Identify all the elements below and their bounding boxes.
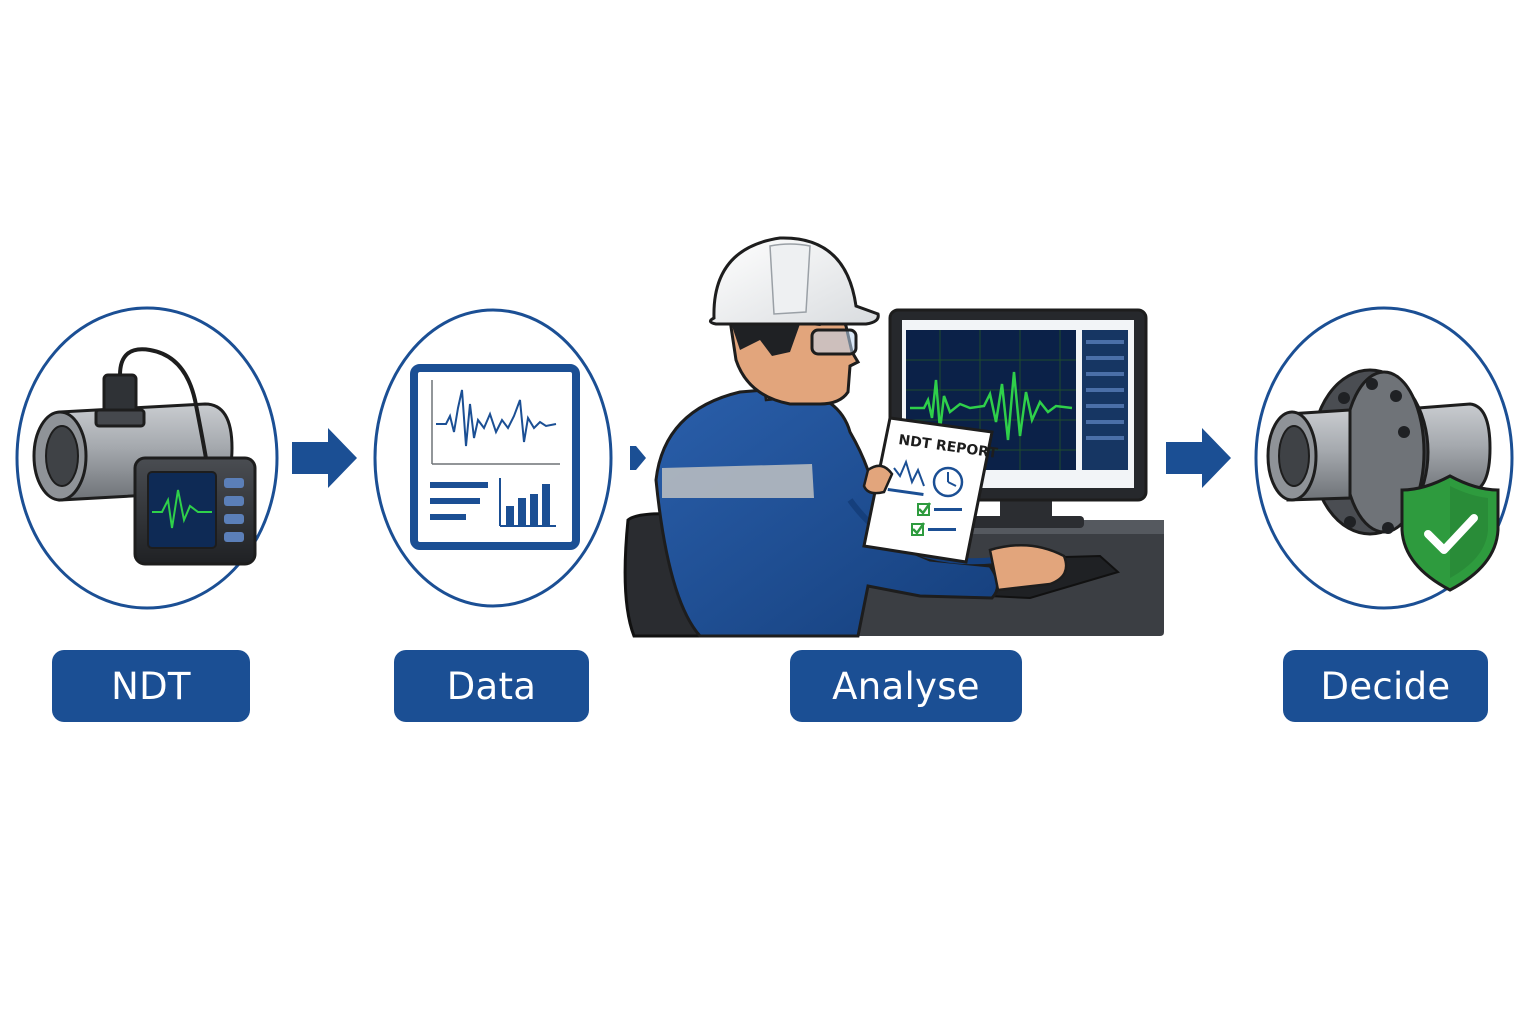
engineer-icon: NDT REPORT	[654, 236, 1068, 638]
ultrasonic-probe-icon	[94, 347, 210, 471]
step-decide-icon	[1254, 306, 1514, 610]
step-analyse-icon: NDT REPORT	[623, 236, 1164, 638]
step-label-ndt: NDT	[52, 650, 250, 722]
flow-arrow-2-icon	[630, 446, 646, 470]
flaw-detector-device-icon	[133, 456, 257, 566]
hard-hat-icon	[709, 236, 880, 326]
step-label-decide: Decide	[1283, 650, 1488, 722]
step-label-data: Data	[394, 650, 589, 722]
bar-chart-icon	[499, 478, 556, 527]
ndt-report-sheet-icon: NDT REPORT	[862, 416, 999, 564]
step-ndt-icon	[15, 306, 279, 610]
step-data-icon	[373, 308, 613, 608]
flow-arrow-1-icon	[292, 428, 357, 488]
flow-arrow-3-icon	[1166, 428, 1231, 488]
check-shield-icon	[1400, 474, 1500, 592]
step-label-analyse: Analyse	[790, 650, 1022, 722]
waveform-icon	[436, 389, 557, 447]
monitor-waveform-icon	[910, 371, 1073, 441]
